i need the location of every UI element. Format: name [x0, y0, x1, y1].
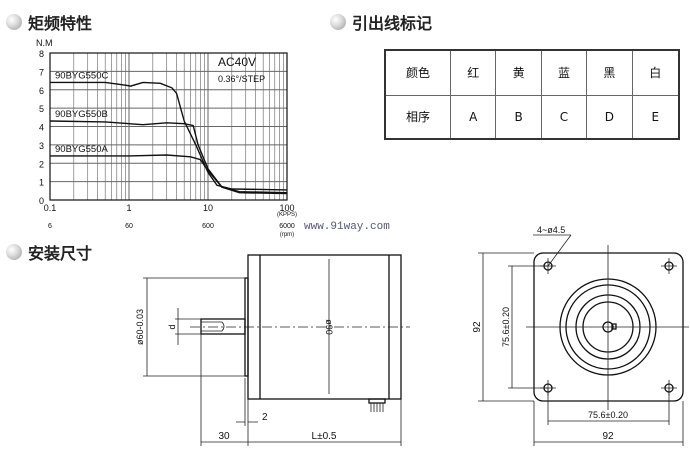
x-tick-label: 1 — [126, 203, 131, 213]
section-wiring-heading: 引出线标记 — [330, 10, 432, 34]
voltage-annotation: AC40V — [218, 55, 256, 69]
series-line-90BYG550C — [50, 81, 288, 191]
table-cell: B — [495, 94, 542, 140]
width-label: 92 — [602, 431, 614, 442]
x2-tick-label: 6000 — [279, 223, 295, 230]
section-title: 矩频特性 — [28, 14, 93, 33]
y-tick-label: 7 — [39, 67, 44, 77]
rpm-unit: (rpm) — [280, 232, 294, 238]
table-cell: D — [586, 94, 633, 140]
y-tick-label: 5 — [39, 104, 44, 114]
table-cell: E — [631, 94, 680, 140]
y-tick-label: 2 — [39, 159, 44, 169]
body-diameter-label: ø90 — [324, 319, 334, 335]
section-title: 引出线标记 — [352, 14, 433, 33]
horizontal-hole-pitch-label: 75.6±0.20 — [588, 410, 628, 420]
bullet-icon — [330, 14, 346, 30]
pilot-diameter-label: ø60-0.03 — [135, 309, 145, 345]
vertical-hole-pitch-label: 75.6±0.20 — [501, 307, 511, 347]
y-tick-label: 3 — [39, 141, 44, 151]
table-row: 相序 A B C D E — [384, 94, 680, 140]
body-length-label: L±0.5 — [312, 431, 337, 442]
section-mounting-heading: 安装尺寸 — [6, 240, 92, 264]
series-line-90BYG550A — [50, 154, 288, 195]
flange-thickness-label: 2 — [262, 412, 268, 423]
table-cell: 黑 — [586, 49, 633, 96]
bullet-icon — [6, 244, 22, 260]
row-header: 颜色 — [384, 49, 451, 96]
torque-frequency-chart: 90BYG550C 90BYG550B 90BYG550A 0 1 2 3 4 5 6 7 8 0.1… — [36, 38, 297, 238]
y-axis-label: N.M — [36, 38, 53, 48]
table-cell: 白 — [631, 49, 680, 96]
y-tick-label: 6 — [39, 86, 44, 96]
table-cell: A — [449, 94, 497, 140]
shaft-diameter-label: d — [167, 324, 177, 329]
x2-tick-label: 600 — [202, 223, 214, 230]
series-label: 90BYG550C — [55, 70, 108, 81]
series-label: 90BYG550B — [55, 109, 108, 120]
x-tick-label: 10 — [203, 203, 213, 213]
y-tick-label: 8 — [39, 49, 44, 59]
series-label: 90BYG550A — [55, 144, 108, 155]
table-row: 颜色 红 黄 蓝 黑 白 — [384, 49, 680, 96]
x-tick-label: 100 — [279, 203, 294, 213]
y-tick-label: 4 — [39, 123, 44, 133]
kpps-unit: (KPPS) — [277, 212, 297, 218]
x2-tick-label: 6 — [48, 223, 52, 230]
step-annotation: 0.36°/STEP — [218, 74, 265, 84]
plot-frame — [49, 52, 288, 201]
y-tick-label: 0 — [39, 196, 44, 206]
shaft — [200, 318, 246, 335]
section-title: 安装尺寸 — [28, 244, 93, 263]
y-tick-label: 1 — [39, 178, 44, 188]
wiring-table: 颜色 红 黄 蓝 黑 白 相序 A B C D E — [384, 49, 680, 140]
section-torque-heading: 矩频特性 — [6, 10, 92, 34]
table-cell: C — [540, 94, 588, 140]
x-tick-label: 0.1 — [44, 203, 57, 213]
holes-label: 4~ø4.5 — [537, 225, 565, 235]
height-label: 92 — [472, 321, 483, 333]
bullet-icon — [6, 14, 22, 30]
website-link[interactable]: www.91way.com — [304, 221, 390, 233]
shaft-length-label: 30 — [218, 431, 230, 442]
x2-tick-label: 60 — [125, 223, 133, 230]
